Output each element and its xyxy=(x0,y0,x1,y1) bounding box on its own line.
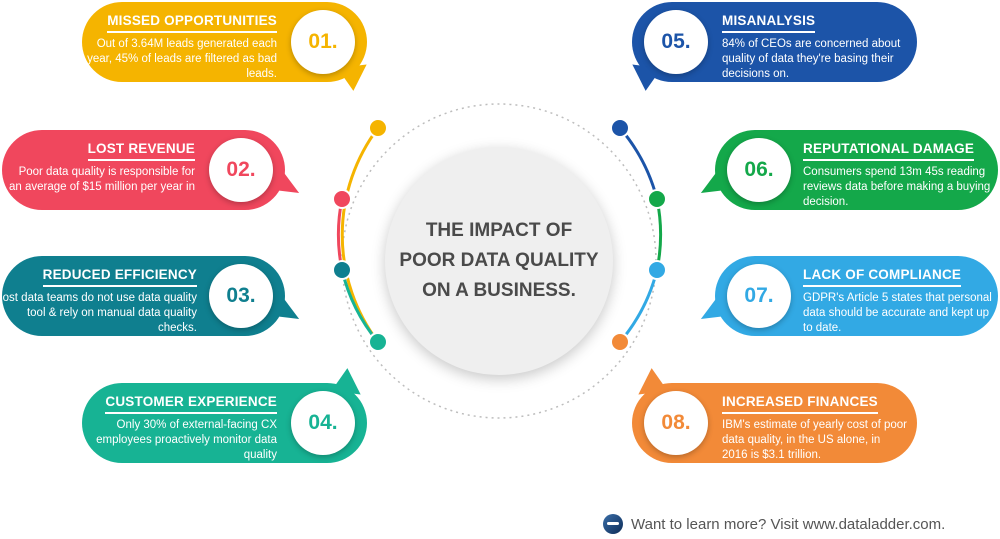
connector-dot-04 xyxy=(370,334,386,350)
number-badge: 05. xyxy=(644,10,708,74)
connector-dot-01 xyxy=(370,120,386,136)
card-title: REPUTATIONAL DAMAGE xyxy=(803,141,975,161)
number-badge: 02. xyxy=(209,138,273,202)
connector-dot-08 xyxy=(612,334,628,350)
card-title: MISSED OPPORTUNITIES xyxy=(107,13,277,33)
card-reputational-damage: 06. REPUTATIONAL DAMAGE Consumers spend … xyxy=(694,130,998,210)
center-title-line-1: THE IMPACT OF xyxy=(425,220,573,241)
card-description: Poor data quality is responsible for an … xyxy=(8,166,195,193)
card-misanalysis: 05. MISANALYSIS 84% of CEOs are concerne… xyxy=(624,2,917,91)
card-lost-revenue: LOST REVENUE Poor data quality is respon… xyxy=(2,130,306,210)
card-missed-opportunities: MISSED OPPORTUNITIES Out of 3.64M leads … xyxy=(82,2,375,91)
right-arc-bottom xyxy=(618,269,659,343)
number-badge: 04. xyxy=(291,391,355,455)
number-badge: 06. xyxy=(727,138,791,202)
card-title: LACK OF COMPLIANCE xyxy=(803,267,962,287)
card-title: CUSTOMER EXPERIENCE xyxy=(105,394,277,414)
card-title: MISANALYSIS xyxy=(722,13,816,33)
card-title: LOST REVENUE xyxy=(87,141,195,161)
dataladder-logo-icon xyxy=(603,514,623,534)
number-badge: 08. xyxy=(644,391,708,455)
connector-dot-02 xyxy=(334,191,350,207)
card-increased-finances: 08. INCREASED FINANCES IBM's estimate of… xyxy=(630,368,917,463)
card-description: 84% of CEOs are concerned about quality … xyxy=(722,38,901,80)
center-title-line-2: POOR DATA QUALITY xyxy=(399,250,599,271)
center-title-line-3: ON A BUSINESS. xyxy=(422,280,576,301)
card-lack-of-compliance: 07. LACK OF COMPLIANCE GDPR's Article 5 … xyxy=(694,256,998,336)
card-description: Only 30% of external-facing CX employees… xyxy=(96,419,277,461)
footer-link-text[interactable]: Want to learn more? Visit www.dataladder… xyxy=(631,515,946,533)
right-arc-mid xyxy=(655,198,663,271)
card-description: IBM's estimate of yearly cost of poor da… xyxy=(722,419,907,461)
card-customer-experience: CUSTOMER EXPERIENCE Only 30% of external… xyxy=(82,368,369,463)
connector-dot-05 xyxy=(612,120,628,136)
card-description: Out of 3.64M leads generated each year, … xyxy=(87,38,277,80)
center-title-circle: THE IMPACT OF POOR DATA QUALITY ON A BUS… xyxy=(385,147,613,375)
left-arc-top xyxy=(340,127,380,343)
number-badge: 07. xyxy=(727,264,791,328)
card-reduced-efficiency: REDUCED EFFICIENCY Most data teams do no… xyxy=(0,256,306,336)
connector-dot-06 xyxy=(649,191,665,207)
card-description: Consumers spend 13m 45s reading reviews … xyxy=(803,166,991,208)
number-badge: 03. xyxy=(209,264,273,328)
number-badge: 01. xyxy=(291,10,355,74)
footer: Want to learn more? Visit www.dataladder… xyxy=(603,514,945,534)
card-description: Most data teams do not use data quality … xyxy=(0,292,197,334)
connector-dot-07 xyxy=(649,262,665,278)
right-arc-top xyxy=(618,127,659,200)
card-title: REDUCED EFFICIENCY xyxy=(42,267,197,287)
card-title: INCREASED FINANCES xyxy=(722,394,878,414)
connector-dot-03 xyxy=(334,262,350,278)
card-description: GDPR's Article 5 states that personal da… xyxy=(803,292,992,334)
